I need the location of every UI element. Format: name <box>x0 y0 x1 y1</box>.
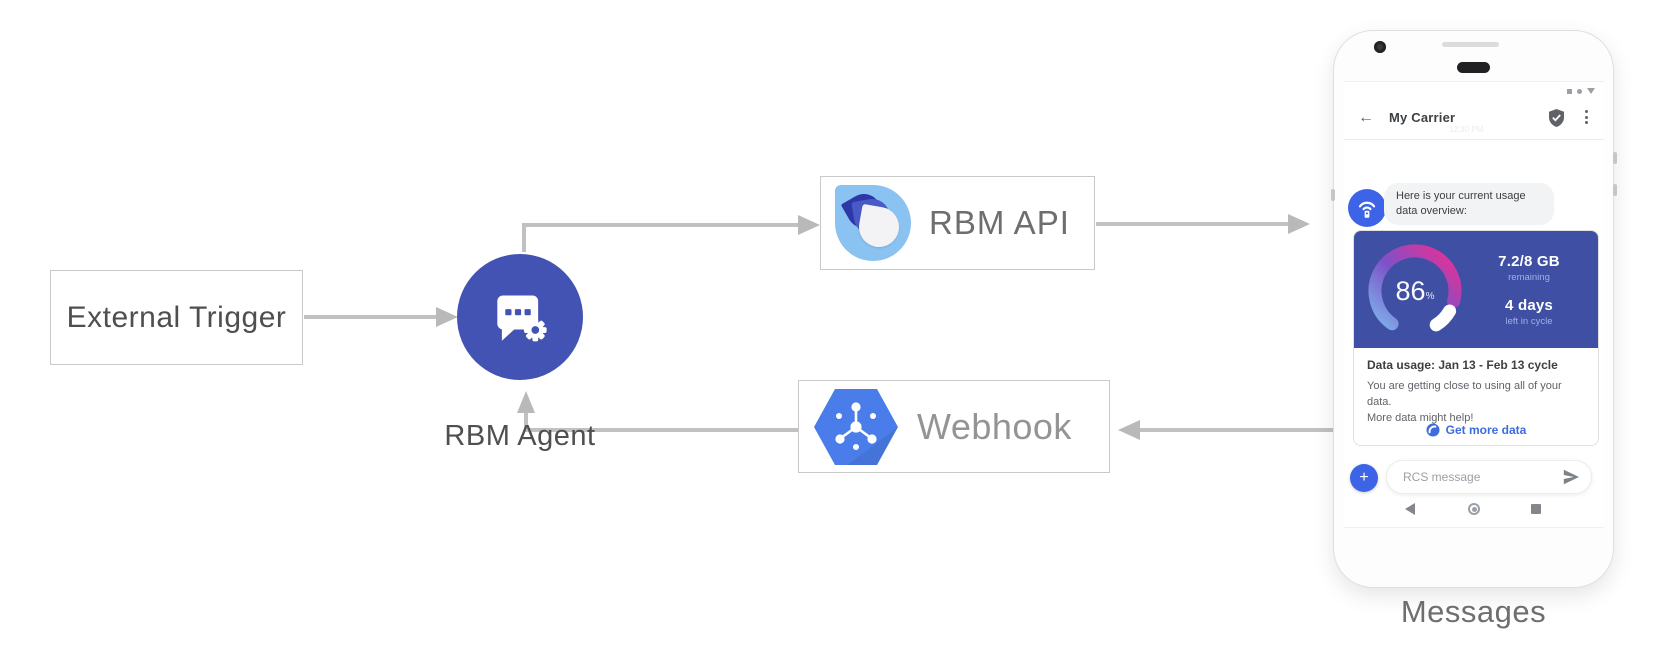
cloud-hexagon-pubsub-icon <box>814 388 898 465</box>
front-camera <box>1374 41 1386 53</box>
chat-bubble-gear-icon <box>497 295 547 342</box>
external-trigger-node: External Trigger <box>50 270 303 365</box>
verified-shield-icon <box>1549 109 1564 127</box>
rbm-api-logo-icon <box>835 185 911 261</box>
usage-percent: 86 % <box>1395 275 1435 306</box>
status-bar <box>1567 86 1595 96</box>
phone-mockup: ← My Carrier 12:30 PM Here is your curre… <box>1330 30 1617 588</box>
android-nav-bar <box>1344 497 1604 521</box>
message-timestamp: 12:30 PM <box>1449 125 1484 134</box>
usage-gauge <box>1368 244 1462 332</box>
back-arrow-icon[interactable]: ← <box>1358 109 1374 126</box>
get-more-data-label: Get more data <box>1445 423 1527 437</box>
usage-gauge-panel: 86 % 7.2/8 GB remaining 4 days left in c… <box>1354 231 1598 348</box>
days-left-value: 4 days <box>1505 296 1553 314</box>
broadcast-antenna-icon <box>1358 201 1376 218</box>
agent-message-bubble: Here is your current usage data overview… <box>1384 183 1554 225</box>
usage-card-body: Data usage: Jan 13 - Feb 13 cycle You ar… <box>1354 348 1598 445</box>
conversation-header: ← My Carrier 12:30 PM <box>1344 98 1604 140</box>
messages-caption: Messages <box>1400 594 1547 629</box>
message-composer <box>1386 460 1592 494</box>
external-trigger-label: External Trigger <box>66 300 287 334</box>
agent-avatar <box>1348 189 1386 227</box>
nav-back-button[interactable] <box>1398 497 1422 521</box>
side-button <box>1330 189 1335 201</box>
overflow-menu-icon[interactable] <box>1585 110 1588 124</box>
rbm-api-label: RBM API <box>929 204 1070 241</box>
days-left-label: left in cycle <box>1505 315 1553 327</box>
speaker-grille <box>1442 42 1499 47</box>
data-remaining-label: remaining <box>1508 271 1550 283</box>
rbm-agent-label: RBM Agent <box>444 420 596 452</box>
status-signal-icon <box>1587 88 1595 94</box>
usage-stats: 7.2/8 GB remaining 4 days left in cycle <box>1466 231 1592 348</box>
earpiece-speaker <box>1457 62 1490 73</box>
usage-card-text: You are getting close to using all of yo… <box>1367 380 1562 424</box>
phone-screen: ← My Carrier 12:30 PM Here is your curre… <box>1344 81 1604 528</box>
attach-plus-button[interactable]: + <box>1350 464 1378 492</box>
get-more-data-button[interactable]: Get more data <box>1354 423 1598 437</box>
send-icon[interactable] <box>1561 469 1581 485</box>
webhook-label: Webhook <box>917 405 1072 447</box>
nav-recents-button[interactable] <box>1524 497 1548 521</box>
data-remaining-value: 7.2/8 GB <box>1498 252 1560 270</box>
power-button <box>1612 152 1617 164</box>
nav-home-button[interactable] <box>1462 497 1486 521</box>
volume-button <box>1612 184 1617 196</box>
usage-rich-card: 86 % 7.2/8 GB remaining 4 days left in c… <box>1353 230 1599 446</box>
status-dot-icon <box>1577 88 1582 94</box>
conversation-title: My Carrier <box>1389 110 1456 125</box>
usage-card-title: Data usage: Jan 13 - Feb 13 cycle <box>1367 358 1558 372</box>
rbm-api-node: RBM API <box>820 176 1095 270</box>
globe-icon <box>1426 423 1440 437</box>
rbm-agent-node <box>457 254 583 380</box>
webhook-node: Webhook <box>798 380 1110 473</box>
status-square-icon <box>1567 88 1572 94</box>
rcs-message-input[interactable] <box>1401 469 1561 485</box>
